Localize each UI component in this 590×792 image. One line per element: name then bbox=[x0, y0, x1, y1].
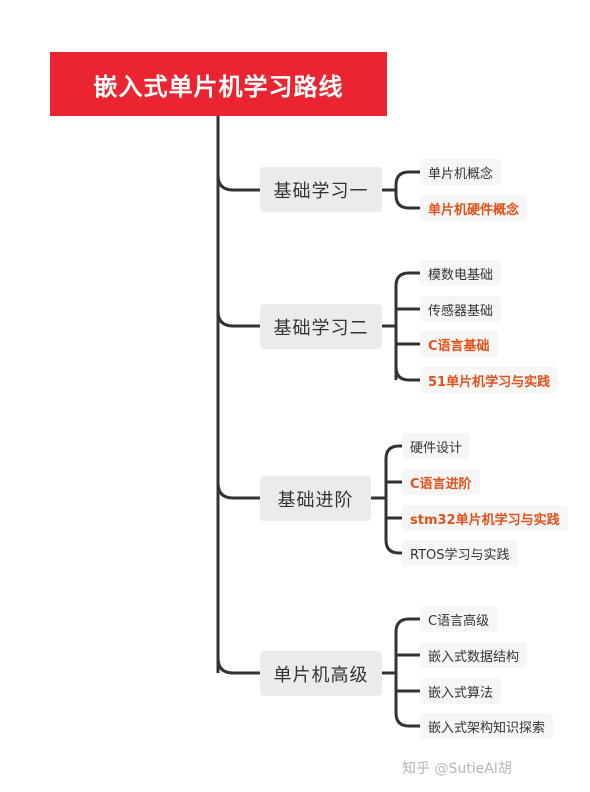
leaf-embedded-architecture[interactable]: 嵌入式架构知识探索 bbox=[420, 713, 554, 739]
leaf-sensor-basics[interactable]: 传感器基础 bbox=[420, 296, 502, 322]
watermark: 知乎 @SutieAI胡 bbox=[402, 761, 512, 777]
leaf-c-basics[interactable]: C语言基础 bbox=[420, 331, 498, 357]
leaf-stm32-practice[interactable]: stm32单片机学习与实践 bbox=[402, 505, 568, 531]
leaf-c-expert[interactable]: C语言高级 bbox=[420, 606, 498, 632]
leaf-c-advanced[interactable]: C语言进阶 bbox=[402, 469, 480, 495]
leaf-mcu-concept[interactable]: 单片机概念 bbox=[420, 159, 502, 185]
branch-basic-1[interactable]: 基础学习一 bbox=[260, 167, 382, 212]
root-title[interactable]: 嵌入式单片机学习路线 bbox=[50, 52, 387, 116]
leaf-51-mcu-practice[interactable]: 51单片机学习与实践 bbox=[420, 367, 559, 393]
leaf-embedded-algorithms[interactable]: 嵌入式算法 bbox=[420, 678, 502, 704]
branch-connector bbox=[216, 657, 260, 675]
branch-connector bbox=[216, 482, 260, 500]
branch-connector bbox=[216, 310, 260, 328]
branch-connector bbox=[216, 174, 260, 192]
leaf-embedded-data-structures[interactable]: 嵌入式数据结构 bbox=[420, 642, 528, 668]
leaf-analog-digital[interactable]: 模数电基础 bbox=[420, 260, 502, 286]
branch-mcu-expert[interactable]: 单片机高级 bbox=[260, 651, 382, 696]
leaf-hardware-design[interactable]: 硬件设计 bbox=[402, 433, 471, 459]
leaf-rtos-practice[interactable]: RTOS学习与实践 bbox=[402, 540, 518, 566]
branch-advanced[interactable]: 基础进阶 bbox=[260, 476, 371, 521]
leaf-mcu-hardware-concept[interactable]: 单片机硬件概念 bbox=[420, 195, 528, 221]
branch-basic-2[interactable]: 基础学习二 bbox=[260, 304, 382, 349]
